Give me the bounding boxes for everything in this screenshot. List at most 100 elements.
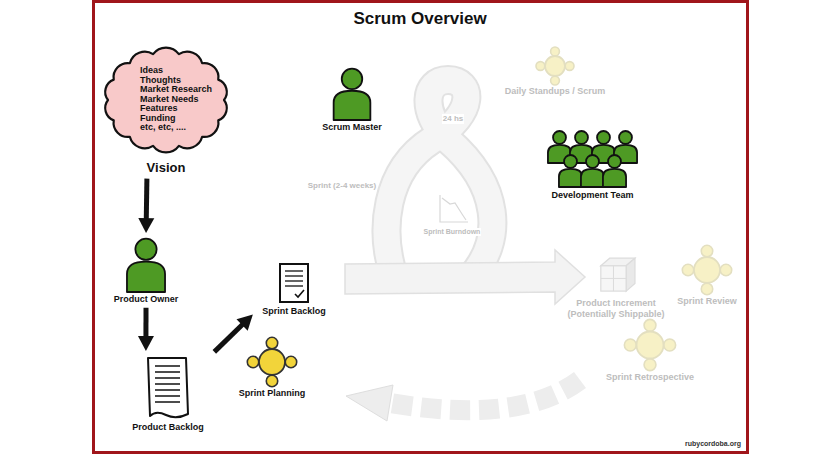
arrow-head <box>138 218 154 233</box>
figure-head <box>564 155 577 168</box>
node-icon <box>560 252 672 298</box>
figure-head <box>575 131 588 144</box>
attendee-head <box>266 375 277 386</box>
attendee-head <box>536 62 545 71</box>
figure-head <box>586 155 599 168</box>
figure-head <box>608 155 621 168</box>
meeting-table <box>545 56 565 76</box>
figure-head <box>553 131 566 144</box>
idea-item: etc, etc, .... <box>140 123 234 133</box>
document-line <box>155 395 180 397</box>
retrospective-return-arrow <box>390 380 580 410</box>
node-label: Sprint Planning <box>230 388 314 399</box>
vision-cloud: IdeasThoughtsMarket ResearchMarket Needs… <box>98 44 234 176</box>
attendee-head <box>701 283 712 294</box>
node-icon <box>596 318 704 372</box>
role-figure: Product Owner <box>100 236 192 305</box>
meeting-icon: Sprint Planning <box>230 336 314 399</box>
flow-arrow <box>214 315 253 352</box>
attendee-head <box>644 319 656 331</box>
team-figure: Development Team <box>535 130 650 201</box>
cube-front <box>601 266 626 291</box>
burndown-chart <box>440 195 468 222</box>
footer-credit: rubycordoba.org <box>684 440 742 448</box>
flow-arrow <box>138 308 154 351</box>
document-line <box>155 377 180 379</box>
attendee-head <box>624 339 636 351</box>
arrow-shaft <box>214 324 243 352</box>
document-line <box>155 365 180 367</box>
attendee-head <box>682 264 693 275</box>
document-sheet <box>148 358 188 417</box>
cube-grid <box>601 266 626 291</box>
diagram-title: Scrum Overview <box>0 9 840 29</box>
idea-item: Features <box>140 104 234 114</box>
figure-body <box>581 169 604 187</box>
figure-body <box>127 262 165 292</box>
attendee-head <box>664 339 676 351</box>
attendee-head <box>247 356 258 367</box>
document-line <box>285 285 303 286</box>
return-arrow-head <box>346 385 393 421</box>
backlog-document: Sprint Backlog <box>255 262 333 317</box>
idea-item: Market Research <box>140 85 234 95</box>
cloud-body: IdeasThoughtsMarket ResearchMarket Needs… <box>98 44 234 156</box>
document-line <box>285 270 303 271</box>
arrow-head <box>237 315 253 331</box>
node-icon <box>230 336 314 388</box>
attendee-head <box>551 47 560 56</box>
node-label: Product Owner <box>100 294 192 305</box>
node-label: Sprint Backlog <box>255 306 333 317</box>
node-label: Development Team <box>535 190 650 201</box>
node-label: Daily Standups / Scrum <box>495 86 615 97</box>
faded-label: Sprint (2-4 weeks) <box>307 181 377 191</box>
check-mark <box>295 290 304 297</box>
meeting-table <box>259 349 285 375</box>
figure-head <box>135 239 156 260</box>
burndown-line <box>442 198 466 220</box>
arrow-head <box>138 336 154 351</box>
page-frame <box>94 2 748 453</box>
backlog-document: Product Backlog <box>120 354 216 433</box>
burndown-axes <box>440 195 468 222</box>
figure-head <box>342 69 363 90</box>
meeting-icon: Daily Standups / Scrum <box>495 46 615 97</box>
node-icon <box>120 354 216 422</box>
node-icon <box>255 262 333 306</box>
figure-head <box>619 131 632 144</box>
node-icon <box>495 46 615 86</box>
document-sheet <box>280 264 308 302</box>
attendee-head <box>285 356 296 367</box>
node-icon <box>535 130 650 190</box>
attendee-head <box>701 245 712 256</box>
sprint-loop-outline <box>387 80 493 280</box>
attendee-head <box>644 359 656 371</box>
node-label: Sprint Review <box>672 296 742 307</box>
idea-item: Ideas <box>140 66 234 76</box>
node-icon <box>100 236 192 294</box>
role-figure: Scrum Master <box>310 66 394 133</box>
idea-item: Funding <box>140 114 234 124</box>
meeting-icon: Sprint Review <box>672 244 742 307</box>
node-label: Sprint Retrospective <box>596 372 704 383</box>
document-line <box>155 383 180 385</box>
figure-body <box>559 169 582 187</box>
flow-arrow <box>138 179 154 233</box>
node-icon <box>672 244 742 296</box>
figure-body <box>603 169 626 187</box>
sprint-loop <box>387 80 493 280</box>
cloud-list: IdeasThoughtsMarket ResearchMarket Needs… <box>98 44 234 133</box>
increment-box: Product Increment (Potentially Shippable… <box>560 252 672 320</box>
faded-label: Sprint Burndown <box>423 228 482 236</box>
cloud-heading: Vision <box>98 160 234 176</box>
node-icon <box>310 66 394 122</box>
node-label: Product Increment (Potentially Shippable… <box>560 298 672 320</box>
node-label: Scrum Master <box>310 122 394 133</box>
meeting-table <box>637 332 664 359</box>
document-line <box>155 401 180 403</box>
meeting-icon: Sprint Retrospective <box>596 318 704 383</box>
cube-side <box>626 258 635 291</box>
figure-head <box>597 131 610 144</box>
